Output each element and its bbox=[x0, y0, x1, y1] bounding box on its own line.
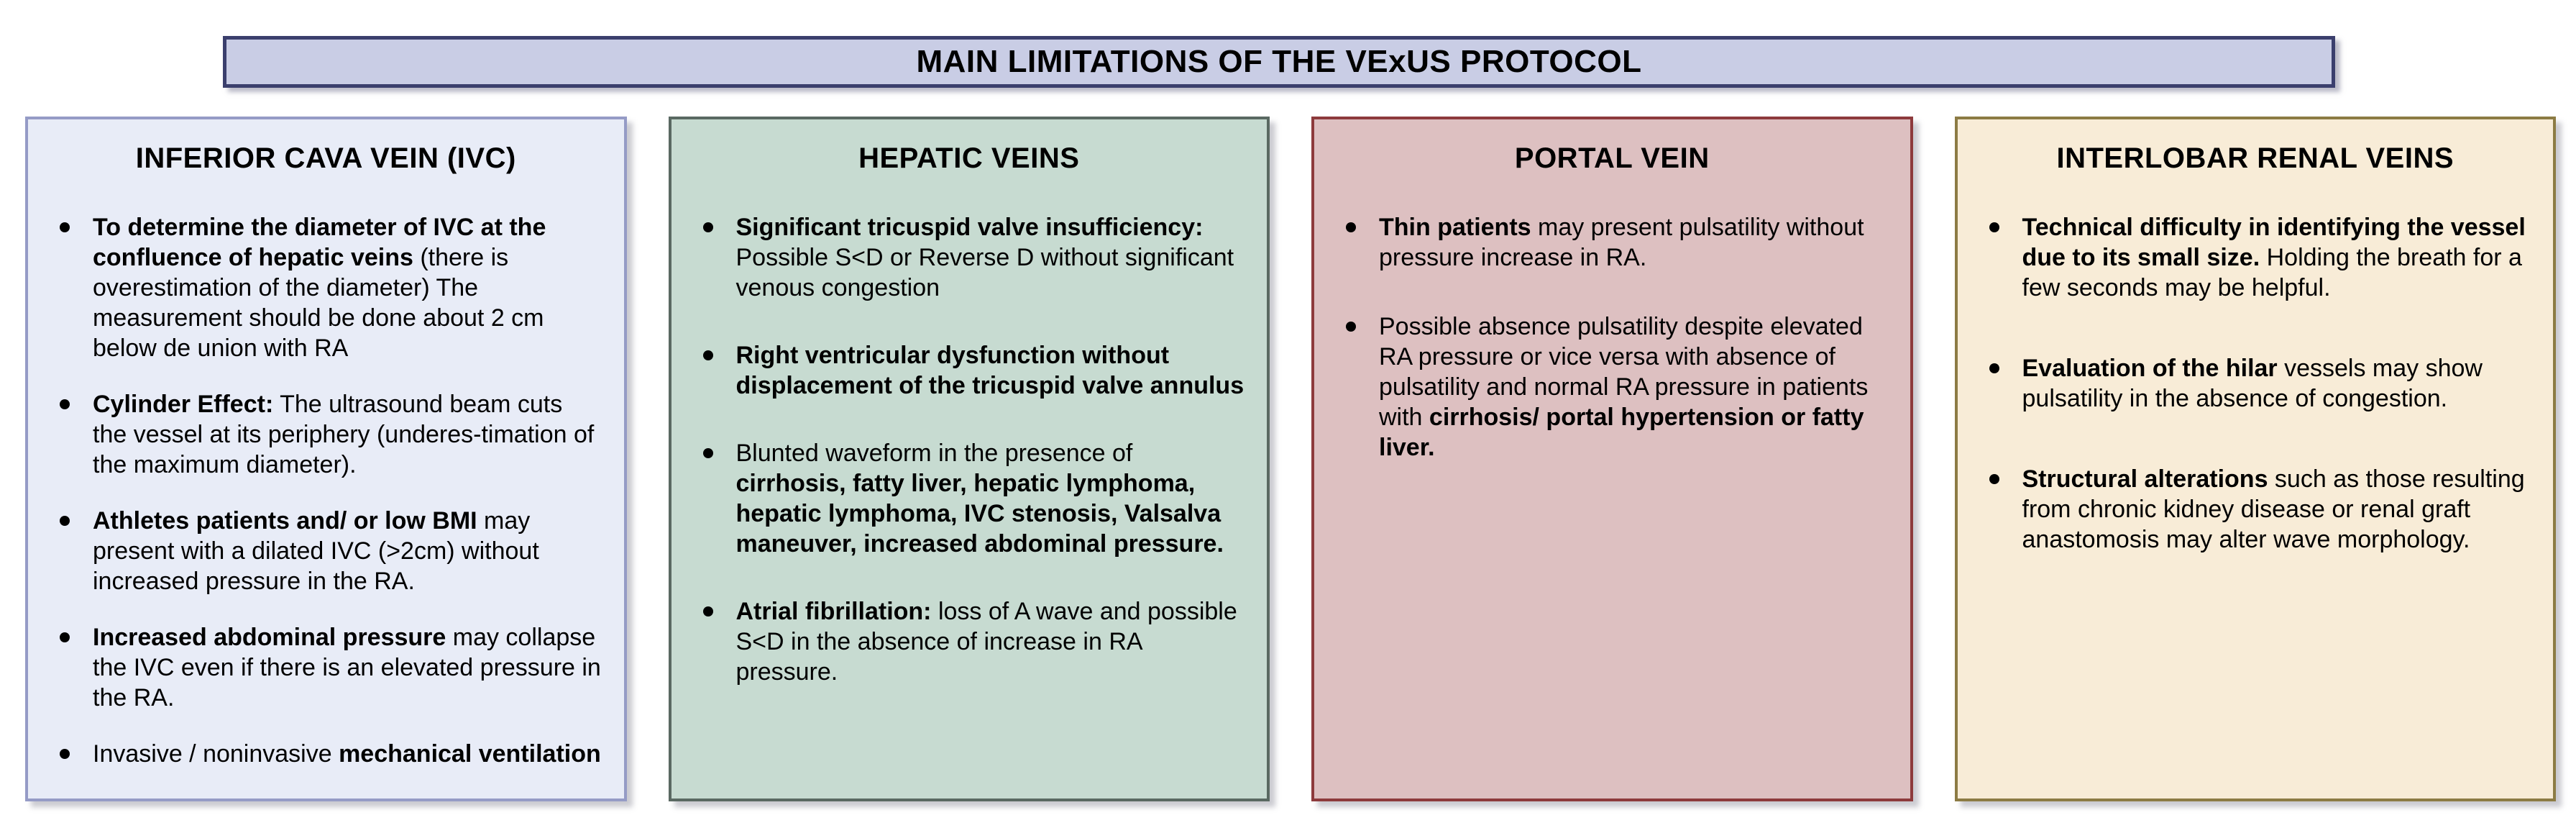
limitation-text-segment: To determine the diameter of IVC at the … bbox=[93, 214, 546, 271]
panel-interlobar-renal-veins: INTERLOBAR RENAL VEINS Technical difficu… bbox=[1954, 117, 2556, 801]
limitation-text-segment: Holding the breath for a few seconds may… bbox=[2022, 244, 2522, 301]
bullet-dot-icon bbox=[60, 222, 70, 232]
panel-title-ivc: INFERIOR CAVA VEIN (IVC) bbox=[135, 142, 516, 174]
limitations-list-hepatic: Significant tricuspid valve insufficienc… bbox=[693, 212, 1246, 687]
limitation-text-segment: Technical difficulty in identifying the … bbox=[2022, 214, 2526, 271]
limitation-text-segment: Invasive / noninvasive bbox=[93, 740, 339, 768]
bullet-dot-icon bbox=[702, 222, 713, 232]
limitation-text-segment: Structural alterations bbox=[2022, 465, 2268, 493]
limitation-text-segment: (there is overestimation of the diameter… bbox=[93, 244, 544, 362]
limitation-text-segment: Evaluation of the hilar bbox=[2022, 355, 2278, 382]
limitation-text-segment: cirrhosis/ portal hypertension or fatty … bbox=[1379, 404, 1864, 461]
panel-title-hepatic: HEPATIC VEINS bbox=[858, 142, 1080, 174]
limitation-item: Invasive / noninvasive mechanical ventil… bbox=[60, 739, 602, 769]
limitation-text-segment: Blunted waveform in the presence of bbox=[735, 440, 1133, 467]
limitation-text-segment: Possible absence pulsatility despite ele… bbox=[1379, 313, 1869, 431]
limitation-text-segment: Significant tricuspid valve insufficienc… bbox=[735, 214, 1204, 241]
figure-title-bar: MAIN LIMITATIONS OF THE VExUS PROTOCOL bbox=[223, 36, 2335, 88]
bullet-dot-icon bbox=[702, 606, 713, 617]
panel-hepatic-veins: HEPATIC VEINS Significant tricuspid valv… bbox=[668, 117, 1270, 801]
limitation-text-segment: Athletes patients and/ or low BMI bbox=[93, 507, 477, 534]
panel-portal-vein: PORTAL VEIN Thin patients may present pu… bbox=[1311, 117, 1913, 801]
limitation-text-segment: Possible S<D or Reverse D without signif… bbox=[735, 244, 1234, 301]
limitation-text-segment: may present with a dilated IVC (>2cm) wi… bbox=[93, 507, 539, 595]
bullet-dot-icon bbox=[60, 749, 70, 759]
limitations-list-portal: Thin patients may present pulsatility wi… bbox=[1336, 212, 1889, 463]
limitation-item: Structural alterations such as those res… bbox=[1989, 464, 2532, 555]
limitation-item: Technical difficulty in identifying the … bbox=[1989, 212, 2532, 303]
limitation-item: Increased abdominal pressure may collaps… bbox=[60, 622, 602, 713]
limitation-item: To determine the diameter of IVC at the … bbox=[60, 212, 602, 363]
limitation-text-segment: Thin patients bbox=[1379, 214, 1531, 241]
limitation-item: Possible absence pulsatility despite ele… bbox=[1346, 311, 1889, 463]
bullet-dot-icon bbox=[60, 632, 70, 642]
limitation-text-segment: Increased abdominal pressure bbox=[93, 624, 446, 651]
limitation-text-segment: cirrhosis, fatty liver, hepatic lymphoma… bbox=[735, 470, 1224, 558]
bullet-dot-icon bbox=[60, 399, 70, 409]
panel-title-renal: INTERLOBAR RENAL VEINS bbox=[2056, 142, 2454, 174]
limitation-text-segment: may collapse the IVC even if there is an… bbox=[93, 624, 601, 711]
limitation-text-segment: The ultrasound beam cuts the vessel at i… bbox=[93, 391, 595, 478]
bullet-dot-icon bbox=[1346, 322, 1356, 332]
limitation-text-segment: Cylinder Effect: bbox=[93, 391, 274, 418]
figure-title: MAIN LIMITATIONS OF THE VExUS PROTOCOL bbox=[916, 44, 1642, 79]
bullet-dot-icon bbox=[1346, 222, 1356, 232]
limitations-list-ivc: To determine the diameter of IVC at the … bbox=[50, 212, 602, 769]
limitation-item: Right ventricular dysfunction without di… bbox=[702, 340, 1246, 401]
bullet-dot-icon bbox=[1989, 363, 1999, 373]
limitation-item: Thin patients may present pulsatility wi… bbox=[1346, 212, 1889, 273]
panel-title-portal: PORTAL VEIN bbox=[1514, 142, 1710, 174]
limitation-text-segment: Atrial fibrillation: bbox=[735, 598, 932, 625]
limitation-text-segment: such as those resulting from chronic kid… bbox=[2022, 465, 2525, 553]
limitation-item: Evaluation of the hilar vessels may show… bbox=[1989, 353, 2532, 414]
limitation-item: Athletes patients and/ or low BMI may pr… bbox=[60, 506, 602, 596]
bullet-dot-icon bbox=[702, 448, 713, 458]
bullet-dot-icon bbox=[1989, 474, 1999, 484]
limitations-list-renal: Technical difficulty in identifying the … bbox=[1979, 212, 2532, 555]
limitation-item: Atrial fibrillation: loss of A wave and … bbox=[702, 596, 1246, 687]
limitation-text-segment: Right ventricular dysfunction without di… bbox=[735, 342, 1245, 399]
limitation-item: Blunted waveform in the presence of cirr… bbox=[702, 438, 1246, 559]
limitation-item: Significant tricuspid valve insufficienc… bbox=[702, 212, 1246, 303]
limitation-text-segment: vessels may show pulsatility in the abse… bbox=[2022, 355, 2483, 412]
panels-row: INFERIOR CAVA VEIN (IVC) To determine th… bbox=[25, 117, 2556, 801]
limitation-item: Cylinder Effect: The ultrasound beam cut… bbox=[60, 389, 602, 480]
limitation-text-segment: mechanical ventilation bbox=[339, 740, 601, 768]
bullet-dot-icon bbox=[60, 516, 70, 526]
panel-inferior-cava-vein: INFERIOR CAVA VEIN (IVC) To determine th… bbox=[25, 117, 627, 801]
limitation-text-segment: loss of A wave and possible S<D in the a… bbox=[735, 598, 1237, 686]
limitation-text-segment: may present pulsatility without pressure… bbox=[1379, 214, 1864, 271]
bullet-dot-icon bbox=[1989, 222, 1999, 232]
bullet-dot-icon bbox=[702, 350, 713, 360]
